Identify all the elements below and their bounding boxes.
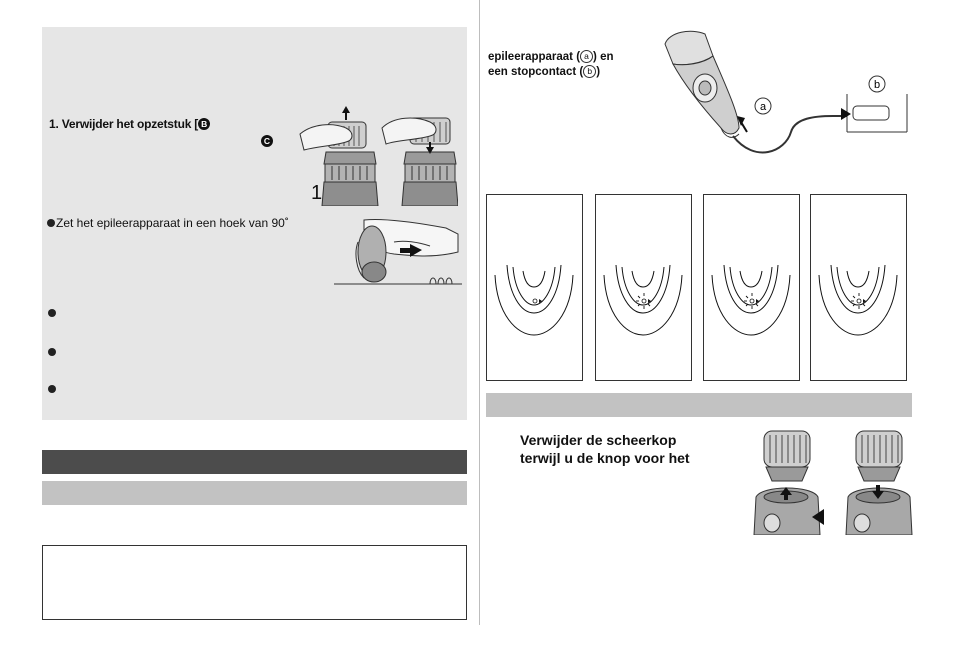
shaver-line-2: terwijl u de knop voor het [520,450,690,466]
charge-line-1: epileerapparaat (a) en [488,50,614,63]
shaver-head-instructions: Verwijder de scheerkop terwijl u de knop… [520,431,690,467]
bullet-angle: Zet het epileerapparaat in een hoek van … [47,216,289,230]
badge-c-icon: C [261,135,273,147]
figure-number: 1 [311,182,323,204]
section-header-bar [42,450,467,474]
mark-a-icon: a [580,50,594,63]
note-box [42,545,467,620]
indicator-panel-4 [810,194,907,381]
step-1-title: 1. Verwijder het opzetstuk [B [49,117,211,131]
right-section-header-bar [486,393,912,417]
label-b: b [874,79,880,91]
charge-line-2: een stopcontact (b) [488,65,601,78]
indicator-panel-2 [595,194,692,381]
step-1-text: 1. Verwijder het opzetstuk [ [49,117,199,131]
shaver-left [753,430,824,535]
column-divider [479,0,480,625]
badge-c: C [261,132,273,150]
label-a: a [760,101,767,113]
shaver-head-illustration [753,430,913,535]
charging-illustration: a b [664,30,908,154]
indicator-panel-1 [486,194,583,381]
bullet-dot-icon [47,219,55,227]
bullet-dot-icon [48,385,56,393]
shaver-line-1: Verwijder de scheerkop [520,432,677,448]
device-left [299,106,379,206]
epilator-device [664,30,740,138]
device-right [381,117,458,206]
badge-b-icon: B [198,118,211,130]
indicator-diagram-1 [494,264,574,336]
indicator-diagram-3 [711,264,791,336]
subsection-header-bar [42,481,467,505]
bullet-dot-icon [48,309,56,317]
angle-illustration [334,218,462,285]
indicator-panel-3 [703,194,800,381]
indicator-diagram-2 [603,264,683,336]
bullet-dot-icon [48,348,56,356]
bullet-angle-text: Zet het epileerapparaat in een hoek van … [56,216,289,230]
shaver-right [845,430,913,535]
indicator-diagram-4 [818,264,898,336]
remove-attachment-illustration [299,106,458,206]
mark-b-icon: b [583,65,597,78]
charge-instructions: epileerapparaat (a) en een stopcontact (… [488,50,614,80]
